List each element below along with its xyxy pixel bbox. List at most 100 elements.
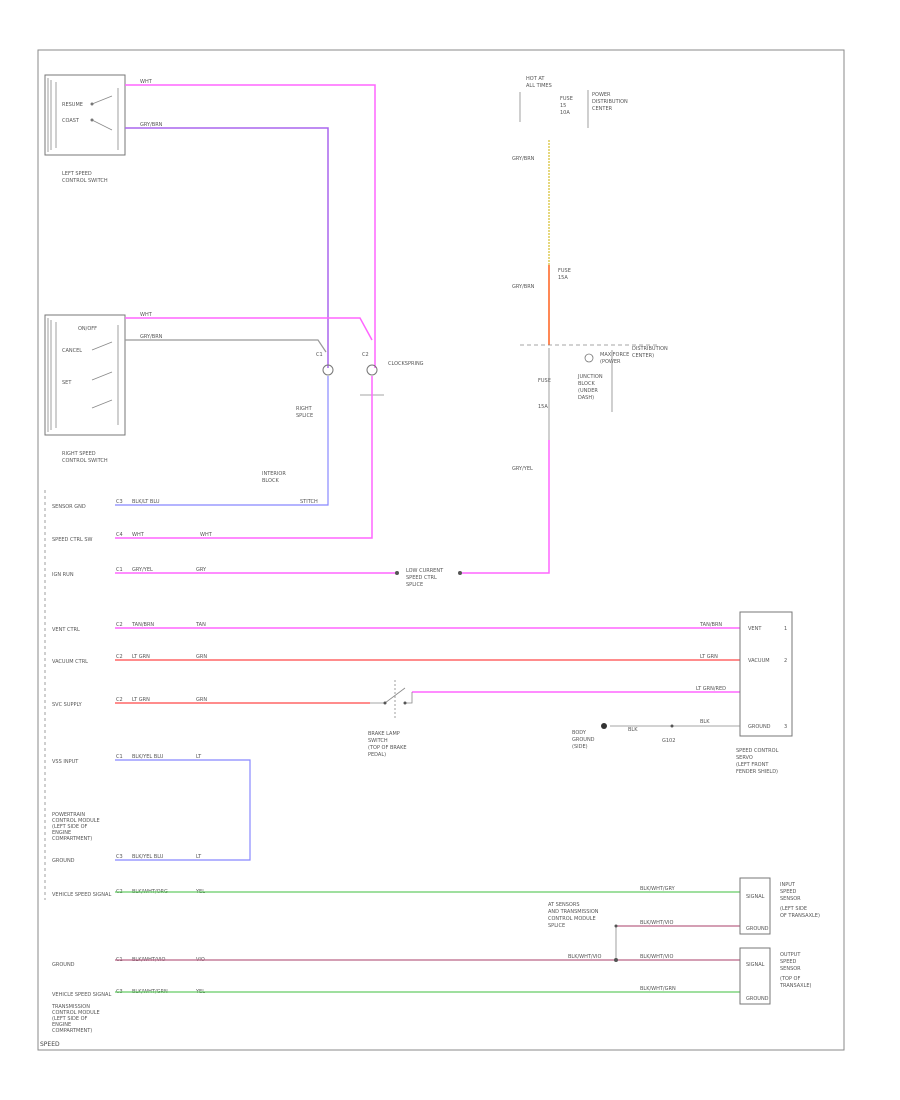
servo-n3: 3 — [784, 724, 787, 730]
pcm-label-5: COMPARTMENT) — [52, 836, 92, 842]
power-distribution-center: HOT AT ALL TIMES FUSE 15 10A POWER DISTR… — [462, 76, 668, 574]
tcm-label-1: TRANSMISSION — [51, 1004, 90, 1010]
output-sensor-l5: TRANSAXLE) — [779, 983, 812, 989]
wire-code-4: GRN — [196, 654, 207, 660]
pcm-label-1: POWERTRAIN — [52, 812, 85, 818]
output-sensor-pin-gnd: GROUND — [746, 996, 769, 1002]
clockspring-label: CLOCKSPRING — [388, 361, 424, 367]
servo-label-4: FENDER SHIELD) — [736, 769, 778, 775]
wire-color-8: BLK/YEL BLU — [132, 854, 164, 860]
splice1-l3: SPLICE — [406, 582, 423, 588]
pdc-wire-b: GRY/BRN — [512, 284, 535, 290]
pdc-fuse2-label: FUSE — [558, 268, 571, 274]
pin-5: C2 — [116, 654, 123, 660]
servo-pin-ground: GROUND — [748, 724, 771, 730]
output-speed-sensor: SIGNAL GROUND OUTPUT SPEED SENSOR (TOP O… — [739, 947, 812, 1005]
powertrain-control-module: SENSOR GND SPEED CTRL SW IGN RUN VENT CT… — [44, 490, 123, 900]
input-sensor-l4: (LEFT SIDE — [780, 906, 807, 912]
right-switch-onoff-label: ON/OFF — [78, 326, 97, 332]
servo-n1: 1 — [784, 626, 787, 632]
clockspring-to-pcm-wires: INTERIOR BLOCK STITCH — [115, 376, 373, 539]
input-sensor-l5: OF TRANSAXLE) — [780, 913, 820, 919]
wire-color-5: LT GRN — [132, 654, 150, 660]
sensor-splice-l3: CONTROL MODULE — [548, 916, 596, 922]
right-switch-set-label: SET — [62, 380, 72, 386]
tcm-row-vss-2: VEHICLE SPEED SIGNAL — [52, 992, 111, 998]
output-sensor-l4: (TOP OF — [780, 976, 800, 982]
wire-code-6: LT — [196, 754, 202, 760]
jb-wire-c: GRY/YEL — [512, 466, 533, 472]
input-sensor-l3: SENSOR — [780, 896, 801, 902]
clockspring-pin-c1: C1 — [316, 352, 323, 358]
pdc-fuse-amp: 10A — [560, 110, 570, 116]
pcm-row-ign-run: IGN RUN — [52, 572, 74, 578]
diagram-footer: SPEED — [40, 1041, 60, 1048]
pin-6: C2 — [116, 697, 123, 703]
body-ground-label-1: BODY — [572, 730, 587, 736]
jb-fuse-label: FUSE — [538, 378, 551, 384]
pdc-hot-1: HOT AT — [526, 76, 545, 82]
low-current-splice: LOW CURRENT SPEED CTRL SPLICE — [115, 568, 462, 588]
left-switch-label-2: CONTROL SWITCH — [62, 178, 108, 184]
left-switch-label-1: LEFT SPEED — [62, 171, 92, 177]
wire-code-top-4: GRY/BRN — [140, 334, 163, 340]
vss-loop-wire — [115, 759, 251, 861]
steering-label-2: SPLICE — [296, 413, 313, 419]
pcm-wire-labels: BLK/LT BLU WHT WHT GRY/YEL GRY TAN/BRN T… — [131, 499, 213, 860]
sensor-wire-1: BLK/WHT/GRY — [640, 886, 676, 892]
pin-2: C4 — [116, 532, 123, 538]
output-sensor-l2: SPEED — [780, 959, 797, 965]
body-ground-l3: DISTRIBUTION — [632, 346, 668, 352]
servo-wire-d: BLK — [628, 727, 638, 733]
switch-wires: WHT GRY/BRN WHT GRY/BRN — [125, 79, 376, 368]
pdc-wire-a: GRY/BRN — [512, 156, 535, 162]
wire-code-3: TAN — [195, 622, 206, 628]
servo-n2: 2 — [784, 658, 787, 664]
pin-3: C1 — [116, 567, 123, 573]
pin-8: C3 — [116, 854, 123, 860]
pdc-fuse-label: FUSE — [560, 96, 573, 102]
body-ground-l1: MAXIFORCE — [600, 352, 629, 358]
input-sensor-pin-sig: SIGNAL — [746, 894, 765, 900]
pcm-row-ground: GROUND — [52, 858, 75, 864]
pcm-row-vent-ctrl: VENT CTRL — [52, 627, 80, 633]
clockspring-pin-c2: C2 — [362, 352, 369, 358]
tcm-row-ground: GROUND — [52, 962, 75, 968]
brake-lamp-switch: BRAKE LAMP SWITCH (TOP OF BRAKE PEDAL) — [368, 680, 413, 758]
wire-code-top-1: WHT — [140, 79, 153, 85]
pdc-fuse2-amp: 15A — [558, 275, 568, 281]
wire-color-6: LT GRN — [132, 697, 150, 703]
wire-code-2: GRY — [196, 567, 207, 573]
sensor-splice-l2: AND TRANSMISSION — [548, 909, 599, 915]
pcm-row-vss-input: VSS INPUT — [52, 759, 79, 765]
tcm-to-sensor-wires: BLK/WHT/GRY BLK/WHT/VIO BLK/WHT/VIO BLK/… — [115, 886, 740, 993]
servo-label-3: (LEFT FRONT — [736, 762, 769, 768]
diagram-frame — [37, 49, 845, 1051]
junction-label-1: JUNCTION — [577, 374, 603, 380]
servo-pin-vent: VENT — [748, 626, 762, 632]
pdc-label-1: POWER — [592, 92, 611, 98]
splice-label-1: INTERIOR — [262, 471, 286, 477]
input-speed-sensor: SIGNAL GROUND INPUT SPEED SENSOR (LEFT S… — [739, 877, 820, 935]
left-switch-coast-label: COAST — [62, 118, 80, 124]
servo-wire-c: LT GRN/RED — [696, 686, 726, 692]
servo-wire-b: LT GRN — [700, 654, 718, 660]
pcm-row-vacuum-ctrl: VACUUM CTRL — [52, 659, 88, 665]
left-switch-resume-label: RESUME — [62, 102, 83, 108]
body-ground-label-2: GROUND — [572, 737, 595, 743]
servo-label-2: SERVO — [736, 755, 753, 761]
right-switch-cancel-label: CANCEL — [62, 348, 82, 354]
brake-lamp-l4: PEDAL) — [368, 752, 386, 758]
servo-label-1: SPEED CONTROL — [736, 748, 779, 754]
junction-label-4: DASH) — [578, 395, 594, 401]
pdc-hot-2: ALL TIMES — [526, 83, 552, 89]
wire-color-1: BLK/LT BLU — [132, 499, 160, 505]
right-switch-label-2: CONTROL SWITCH — [62, 458, 108, 464]
pcm-label-4: ENGINE — [52, 830, 71, 836]
pin-4: C2 — [116, 622, 123, 628]
input-sensor-pin-gnd: GROUND — [746, 926, 769, 932]
pdc-label-2: DISTRIBUTION — [592, 99, 628, 105]
pdc-fuse-num: 15 — [560, 103, 566, 109]
wire-color-4: TAN/BRN — [131, 622, 154, 628]
wire-code-7: LT — [196, 854, 202, 860]
